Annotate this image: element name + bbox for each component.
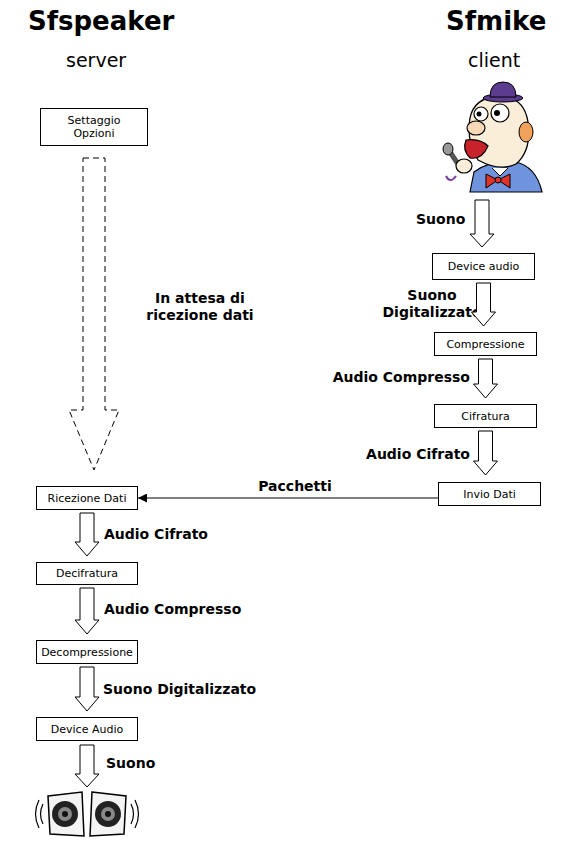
nose [467,121,485,135]
process-box: Device Audio [36,717,138,741]
box-text: Settaggio Opzioni [58,114,130,140]
process-box: Ricezione Dati [36,486,138,510]
box-text: Cifratura [461,410,509,423]
heading-label: server [66,49,126,71]
flow-arrow [75,588,99,634]
speaker-cone [101,807,115,821]
flow-arrow [75,667,99,711]
edge-label: In attesa di ricezione dati [130,290,270,324]
edge-label: Audio Cifrato [300,446,470,463]
box-text: Ricezione Dati [48,492,127,505]
speaker-cone [105,811,111,817]
eye [491,104,509,122]
heading-label: Sfmike [446,6,546,36]
box-text: Decifratura [56,567,118,580]
flow-label: Suono [106,755,155,771]
process-box: Device audio [432,253,535,280]
speaker-cone [62,811,68,817]
sound-arrow [75,745,99,787]
edge-label: Audio Compresso [104,601,304,618]
pupil [477,112,482,117]
box-text: Device audio [448,260,520,273]
speaker-cone [58,807,72,821]
edge-label: Audio Cifrato [104,526,304,543]
speaker-cone [52,801,78,827]
flow-label: Suono [416,211,465,227]
speakers-illustration [36,792,139,836]
flow-arrow [472,283,496,326]
heading-label: client [468,49,520,71]
microphone-head [443,143,453,155]
sound-waves [36,800,44,828]
flow-arrow [69,158,119,470]
data-arrow [138,498,438,499]
hand [456,159,472,173]
hat-dome [490,82,516,97]
pupil [494,110,500,116]
box-text: Invio Dati [463,488,516,501]
bow-tie [486,174,510,188]
process-box: Compressione [434,332,537,356]
process-box: Decompressione [36,640,138,664]
flow-arrow [474,359,498,398]
mouth [465,140,488,159]
flow-arrow [474,431,498,475]
ear [519,122,533,142]
eye [474,107,488,121]
flow-arrow [75,513,99,556]
box-text: Decompressione [41,646,133,659]
process-box: Cifratura [434,404,537,428]
bow-knot [495,177,501,183]
speaker-cone [95,801,121,827]
box-text: Device Audio [51,723,123,736]
edge-label: Audio Compresso [290,369,470,386]
edge-label: Pacchetti [230,478,360,495]
heading-label: Sfspeaker [28,6,174,36]
singer-illustration [443,82,542,192]
process-box: Invio Dati [438,482,541,506]
microphone-cord [446,176,456,180]
collar [492,168,508,176]
edge-label: Suono Digitalizzato [103,681,323,698]
speaker-left [48,792,84,836]
box-text: Compressione [446,338,524,351]
process-box: Decifratura [36,562,138,585]
sound-waves [131,800,139,828]
sound-arrow [470,200,494,247]
speaker-right [90,792,126,836]
edge-label: Suono Digitalizzato [372,287,492,321]
process-box: Settaggio Opzioni [40,108,148,146]
